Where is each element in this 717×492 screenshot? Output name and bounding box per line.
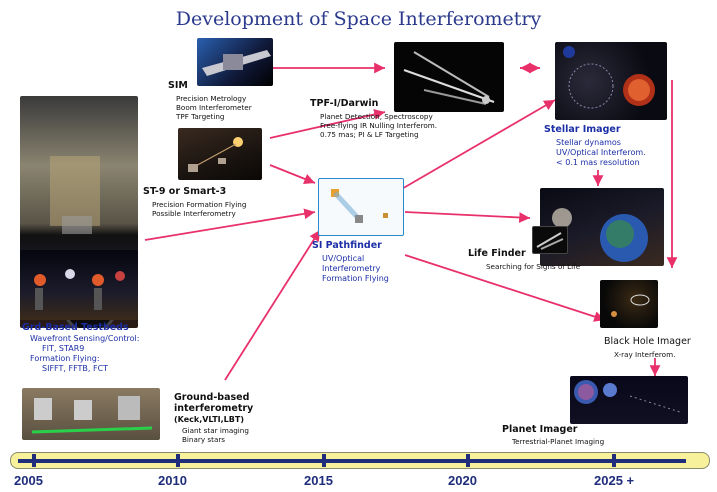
si-pathfinder-details: UV/Optical Interferometry Formation Flyi… [322, 254, 389, 284]
arrow-si-stellar [399, 99, 556, 191]
si-detail-3: Formation Flying [322, 274, 389, 283]
life-finder-inset-photo [532, 226, 568, 254]
planet-imager-label: Planet Imager [502, 424, 578, 435]
ground-label-line3: (Keck,VLTI,LBT) [174, 415, 244, 424]
ground-detail-1: Giant star imaging [182, 426, 249, 435]
ground-label-line1: Ground-based [174, 392, 250, 403]
grd-detail-4: SIFFT, FFTB, FCT [42, 364, 109, 373]
stellar-imager-details: Stellar dynamos UV/Optical Interferom. <… [556, 138, 646, 168]
ground-interferometry-photo [22, 388, 160, 440]
arrow-st9-si [269, 164, 316, 185]
stellar-detail-2: UV/Optical Interferom. [556, 148, 646, 157]
year-2015: 2015 [304, 473, 333, 488]
ground-detail-2: Binary stars [182, 435, 226, 444]
blackhole-detail-1: X-ray Interferom. [614, 350, 676, 359]
arrow-grd-si [144, 208, 316, 241]
sim-details: Precision Metrology Boom Interferometer … [176, 94, 252, 121]
page-title: Development of Space Interferometry [175, 8, 542, 30]
year-2005: 2005 [14, 473, 43, 488]
life-detail-1: Searching for Signs of Life [486, 262, 581, 271]
ground-label-line2: interferometry [174, 403, 254, 414]
st9-details: Precision Formation Flying Possible Inte… [152, 200, 246, 218]
arrow-si-blackhole [404, 254, 606, 322]
timeline-tick-2010 [176, 454, 180, 467]
tpf-detail-3: 0.75 mas; PI & LF Targeting [320, 130, 419, 139]
grd-detail-1: Wavefront Sensing/Control: [30, 334, 140, 343]
ground-details: Giant star imaging Binary stars [182, 426, 249, 444]
testbed-lab-photo [20, 250, 138, 320]
black-hole-label: Black Hole Imager [604, 336, 691, 347]
life-finder-details: Searching for Signs of Life [486, 262, 580, 271]
stellar-detail-3: < 0.1 mas resolution [556, 158, 640, 167]
year-2010: 2010 [158, 473, 187, 488]
sim-detail-2: Boom Interferometer [176, 103, 252, 112]
sim-photo [197, 38, 273, 86]
black-hole-photo [600, 280, 658, 328]
grd-detail-2: FIT, STAR9 [42, 344, 85, 353]
stellar-imager-label: Stellar Imager [544, 124, 621, 135]
year-2020: 2020 [448, 473, 477, 488]
planet-imager-details: Terrestrial-Planet Imaging [512, 437, 604, 446]
grd-testbeds-label: Grd-Based Testbeds [22, 322, 129, 333]
st9-detail-1: Precision Formation Flying [152, 200, 247, 209]
arrow-ground-si [224, 229, 321, 381]
stellar-detail-1: Stellar dynamos [556, 138, 621, 147]
si-pathfinder-photo [318, 178, 404, 236]
tpf-label: TPF-I/Darwin [310, 98, 379, 109]
timeline-tick-2005 [32, 454, 36, 467]
tpf-photo [394, 42, 504, 112]
arrow-st9-tpf [269, 109, 386, 139]
st9-label: ST-9 or Smart-3 [143, 186, 227, 197]
planet-detail-1: Terrestrial-Planet Imaging [512, 437, 605, 446]
si-detail-2: Interferometry [322, 264, 381, 273]
st9-detail-2: Possible Interferometry [152, 209, 236, 218]
sim-label: SIM [168, 80, 188, 91]
black-hole-details: X-ray Interferom. [614, 350, 675, 359]
sim-detail-1: Precision Metrology [176, 94, 247, 103]
tpf-detail-2: Free-flying IR Nulling Interferom. [320, 121, 438, 130]
year-2025-plus: 2025 + [594, 473, 635, 488]
si-detail-1: UV/Optical [322, 254, 365, 263]
tpf-detail-1: Planet Detection, Spectroscopy [320, 112, 433, 121]
grd-testbeds-details: Wavefront Sensing/Control: FIT, STAR9 Fo… [30, 334, 139, 374]
st9-photo [178, 128, 262, 180]
tpf-details: Planet Detection, Spectroscopy Free-flyi… [320, 112, 437, 139]
si-pathfinder-label: SI Pathfinder [312, 240, 382, 251]
ground-interferometry-label: Ground-based interferometry (Keck,VLTI,L… [174, 392, 253, 425]
stellar-imager-photo [555, 42, 667, 120]
life-finder-label: Life Finder [468, 248, 526, 259]
arrow-si-life [404, 211, 531, 223]
timeline-axis [18, 459, 686, 463]
planet-imager-photo [570, 376, 688, 424]
timeline-tick-2020 [466, 454, 470, 467]
timeline-tick-2025 [612, 454, 616, 467]
timeline-tick-2015 [322, 454, 326, 467]
sim-detail-3: TPF Targeting [176, 112, 225, 121]
grd-detail-3: Formation Flying: [30, 354, 100, 363]
